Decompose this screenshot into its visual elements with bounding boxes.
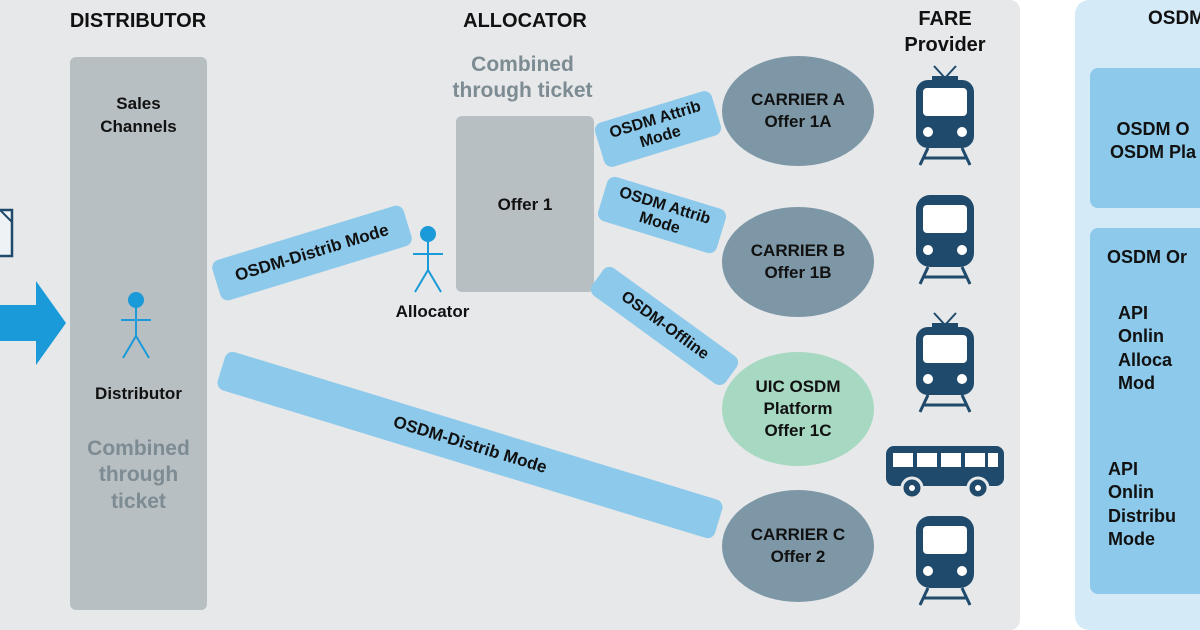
train-icon [916,195,974,285]
train-icon [916,65,974,166]
allocator-actor-label: Allocator [395,302,470,321]
distributor-combined-ticket-label: Combined through ticket [87,437,190,513]
api-online-allocator-label: API Onlin Alloca Mod [1118,303,1173,394]
distributor-actor-label: Distributor [95,384,182,403]
api-online-distributor-label: API Onlin Distribu Mode [1108,459,1177,550]
distributor-column [70,57,207,610]
osdm-panel-header: OSDM [1148,8,1200,29]
train-icon [916,312,974,413]
allocator-combined-ticket-label: Combined through ticket [452,53,593,103]
osdm-online-box [1090,228,1200,594]
person-icon [121,292,151,359]
bus-icon [886,446,1004,500]
fare-provider-header: FARE Provider [904,8,986,56]
osdm-platform-box [1090,68,1200,208]
arrow-right-icon [0,281,66,365]
carrier-c-offer: CARRIER C Offer 2 [722,490,874,602]
carrier-b-offer: CARRIER B Offer 1B [722,207,874,317]
distributor-header: DISTRIBUTOR [69,10,207,32]
person-icon [413,226,443,293]
train-icon [916,516,974,606]
offer-1-label: Offer 1 [497,195,553,214]
offer-1-box [456,116,594,292]
sales-channels-label: Sales Channels [100,94,177,136]
document-icon [0,208,14,258]
carrier-a-offer: CARRIER A Offer 1A [722,56,874,166]
osdm-platform-label: OSDM O OSDM Pla [1109,119,1197,163]
osdm-online-title: OSDM Or [1107,247,1188,267]
allocator-header: ALLOCATOR [463,10,587,32]
uic-osdm-platform-offer: UIC OSDM Platform Offer 1C [722,352,874,466]
